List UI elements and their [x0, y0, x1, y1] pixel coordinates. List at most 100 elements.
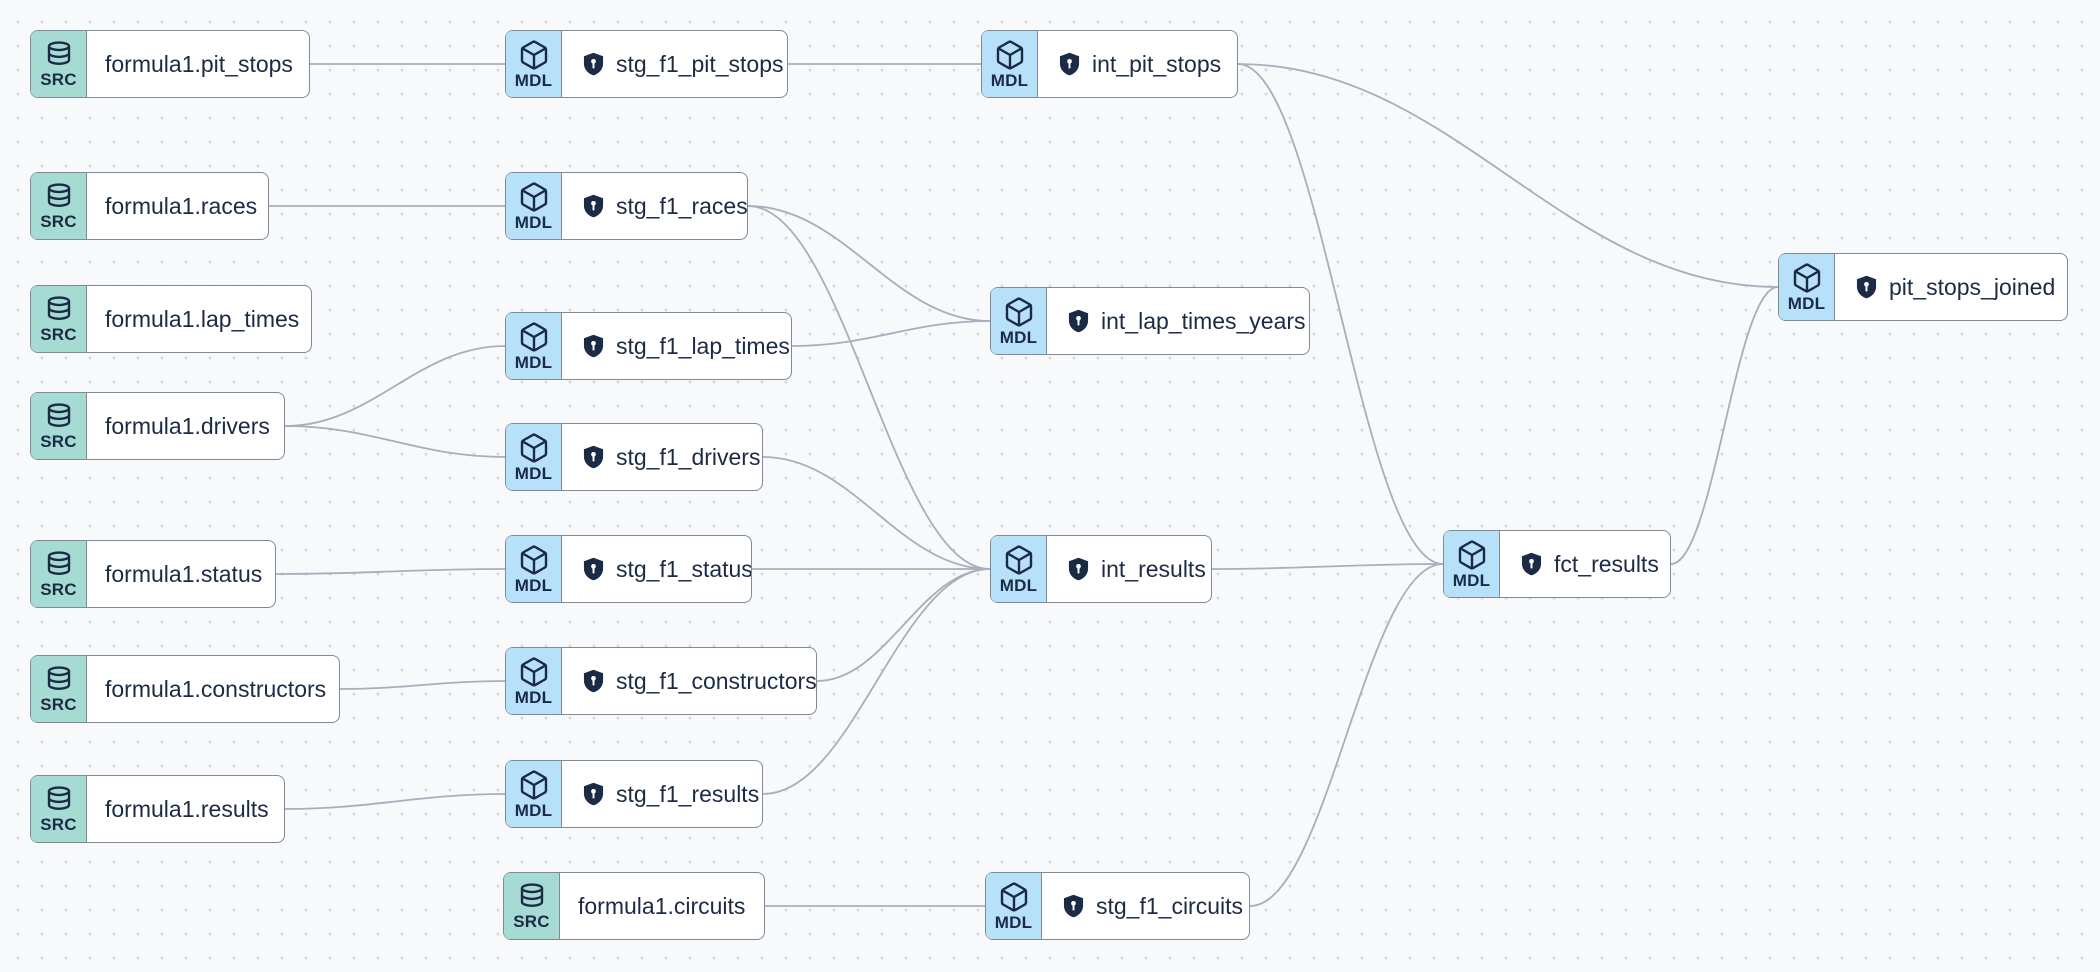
node-title: stg_f1_results: [616, 780, 760, 807]
node-src_drivers[interactable]: SRC formula1.drivers: [30, 392, 285, 460]
node-stg_f1_lap_times[interactable]: MDL stg_f1_lap_times: [505, 312, 792, 380]
node-body: int_lap_times_years: [1047, 288, 1309, 354]
cube-icon: [996, 40, 1023, 70]
node-body: formula1.lap_times: [87, 286, 311, 352]
node-type-badge-model: MDL: [1444, 531, 1500, 597]
node-body: pit_stops_joined: [1835, 254, 2067, 320]
node-type-badge-model: MDL: [506, 424, 562, 490]
database-icon: [520, 883, 543, 907]
node-type-badge-source: SRC: [31, 173, 87, 239]
node-title: formula1.results: [105, 795, 269, 822]
node-stg_f1_results[interactable]: MDL stg_f1_results: [505, 760, 763, 828]
node-badge-label: MDL: [514, 353, 553, 372]
shield-lock-icon: [583, 194, 604, 217]
node-badge-label: MDL: [1787, 294, 1826, 313]
cube-icon: [1005, 297, 1032, 327]
node-type-badge-source: SRC: [31, 31, 87, 97]
edge-stg_f1_drivers-to-int_results: [762, 456, 991, 570]
edge-src_drivers-to-stg_f1_lap_times: [284, 345, 506, 427]
node-badge-label: MDL: [1452, 571, 1491, 590]
shield-lock-icon: [583, 445, 604, 468]
node-body: fct_results: [1500, 531, 1670, 597]
node-title: formula1.pit_stops: [105, 50, 293, 77]
shield-lock-icon: [583, 557, 604, 580]
edge-stg_f1_results-to-int_results: [762, 568, 991, 795]
node-type-badge-source: SRC: [31, 393, 87, 459]
node-type-badge-source: SRC: [31, 776, 87, 842]
shield-lock-icon: [1856, 275, 1877, 298]
node-title: formula1.drivers: [105, 412, 270, 439]
cube-icon: [520, 182, 547, 212]
node-badge-label: MDL: [999, 328, 1038, 347]
node-badge-label: MDL: [514, 71, 553, 90]
node-badge-label: SRC: [513, 912, 550, 931]
database-icon: [47, 786, 70, 810]
node-int_results[interactable]: MDL int_results: [990, 535, 1212, 603]
node-title: formula1.circuits: [578, 892, 746, 919]
edge-int_results-to-fct_results: [1211, 563, 1444, 570]
shield-lock-icon: [1059, 52, 1080, 75]
node-title: stg_f1_lap_times: [616, 332, 790, 359]
node-title: formula1.lap_times: [105, 305, 300, 332]
node-body: stg_f1_lap_times: [562, 313, 791, 379]
cube-icon: [520, 770, 547, 800]
node-type-badge-model: MDL: [506, 31, 562, 97]
node-int_lap_times_years[interactable]: MDL int_lap_times_years: [990, 287, 1310, 355]
node-body: stg_f1_drivers: [562, 424, 762, 490]
node-type-badge-model: MDL: [506, 761, 562, 827]
edge-fct_results-to-pit_stops_joined: [1670, 286, 1779, 565]
database-icon: [47, 551, 70, 575]
edge-src_status-to-stg_f1_status: [275, 568, 506, 575]
node-type-badge-model: MDL: [506, 648, 562, 714]
node-fct_results[interactable]: MDL fct_results: [1443, 530, 1671, 598]
node-body: int_results: [1047, 536, 1211, 602]
shield-lock-icon: [583, 669, 604, 692]
node-title: formula1.races: [105, 192, 258, 219]
node-src_lap_times[interactable]: SRC formula1.lap_times: [30, 285, 312, 353]
edge-src_constructors-to-stg_f1_constructors: [339, 680, 506, 690]
node-title: int_lap_times_years: [1101, 307, 1306, 334]
node-type-badge-model: MDL: [991, 288, 1047, 354]
node-pit_stops_joined[interactable]: MDL pit_stops_joined: [1778, 253, 2068, 321]
database-icon: [47, 183, 70, 207]
node-body: stg_f1_circuits: [1042, 873, 1249, 939]
node-badge-label: SRC: [40, 580, 77, 599]
node-badge-label: SRC: [40, 432, 77, 451]
cube-icon: [1793, 263, 1820, 293]
cube-icon: [1458, 540, 1485, 570]
node-badge-label: SRC: [40, 325, 77, 344]
node-badge-label: MDL: [994, 913, 1033, 932]
database-icon: [47, 41, 70, 65]
shield-lock-icon: [1068, 309, 1089, 332]
node-badge-label: MDL: [990, 71, 1029, 90]
node-badge-label: SRC: [40, 70, 77, 89]
node-badge-label: SRC: [40, 815, 77, 834]
node-stg_f1_constructors[interactable]: MDL stg_f1_constructors: [505, 647, 817, 715]
shield-lock-icon: [1063, 894, 1084, 917]
node-src_results[interactable]: SRC formula1.results: [30, 775, 285, 843]
edge-src_drivers-to-stg_f1_drivers: [284, 425, 506, 458]
database-icon: [47, 403, 70, 427]
node-stg_f1_circuits[interactable]: MDL stg_f1_circuits: [985, 872, 1250, 940]
node-type-badge-source: SRC: [504, 873, 560, 939]
node-type-badge-source: SRC: [31, 541, 87, 607]
cube-icon: [520, 657, 547, 687]
node-src_pit_stops[interactable]: SRC formula1.pit_stops: [30, 30, 310, 98]
edge-int_pit_stops-to-fct_results: [1237, 63, 1444, 565]
cube-icon: [1000, 882, 1027, 912]
node-title: stg_f1_races: [616, 192, 747, 219]
edge-stg_f1_lap_times-to-int_lap_times_years: [791, 320, 991, 347]
node-src_circuits[interactable]: SRC formula1.circuits: [503, 872, 765, 940]
node-src_races[interactable]: SRC formula1.races: [30, 172, 269, 240]
node-badge-label: MDL: [999, 576, 1038, 595]
cube-icon: [1005, 545, 1032, 575]
node-title: stg_f1_constructors: [616, 667, 816, 694]
